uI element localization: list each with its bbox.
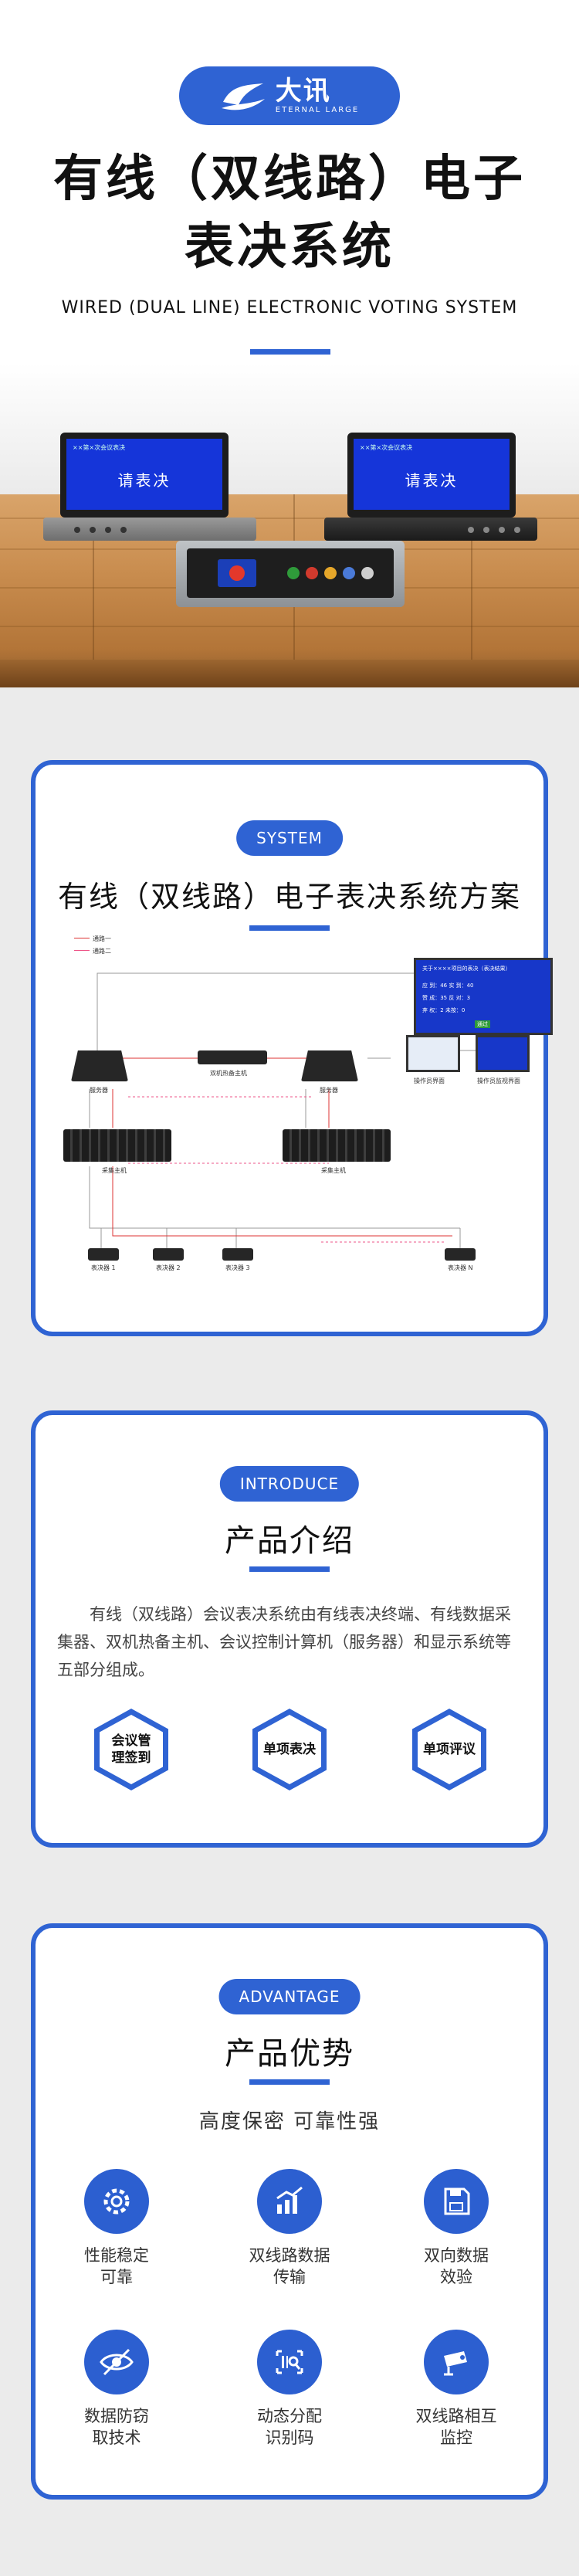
advantage-label: 双线路相互 xyxy=(415,2407,497,2425)
terminal-2 xyxy=(153,1248,184,1261)
screen-vote-text: 请表决 xyxy=(117,471,171,490)
lift-display-left: ××第×次会议表决 请表决 xyxy=(43,433,256,541)
feature-hex-label: 单项表决 xyxy=(263,1742,316,1757)
label-pc-right: 操作员监视界面 xyxy=(477,1078,520,1084)
advantage-item: 双向数据 效验 xyxy=(391,2169,522,2288)
system-diagram: 通路一 通路二 xyxy=(59,935,553,1274)
collector-right xyxy=(283,1129,391,1162)
big-screen: 关于××××项目的表决（表决结果） 应 到：46 实 到：40 赞 成：35 反… xyxy=(414,958,553,1035)
legend-line1: 通路一 xyxy=(93,935,111,942)
bar-chart-icon xyxy=(257,2169,322,2234)
save-disk-icon xyxy=(424,2169,489,2234)
section-tag-advantage: ADVANTAGE xyxy=(218,1979,361,2014)
advantage-subtitle: 高度保密 可靠性强 xyxy=(198,2110,381,2133)
operator-pc-left xyxy=(406,1035,460,1072)
logo-en: ETERNAL LARGE xyxy=(275,106,360,114)
brand-logo: 大讯 ETERNAL LARGE xyxy=(179,66,400,125)
advantage-label: 识别码 xyxy=(265,2428,314,2447)
advantage-label: 可靠 xyxy=(100,2268,133,2286)
feature-hex-3: 单项评议 xyxy=(412,1709,486,1790)
label-server-left: 服务器 xyxy=(90,1087,108,1094)
operator-pc-right xyxy=(476,1035,530,1072)
advantage-label: 双线路数据 xyxy=(249,2246,330,2265)
page-title-line2: 表决系统 xyxy=(185,219,394,276)
advantage-label: 动态分配 xyxy=(257,2407,322,2425)
label-server-right: 服务器 xyxy=(320,1087,338,1094)
screen-top-text: ××第×次会议表决 xyxy=(73,444,126,451)
terminal-n xyxy=(445,1248,476,1261)
label-terminal: 表决器 3 xyxy=(225,1264,250,1271)
advantage-label: 性能稳定 xyxy=(84,2246,149,2265)
big-screen-result: 通过 xyxy=(475,1020,490,1028)
advantage-item: 双线路数据 传输 xyxy=(224,2169,355,2288)
advantage-label: 取技术 xyxy=(92,2428,141,2447)
voting-terminal xyxy=(176,541,405,607)
lift-display-right: ××第×次会议表决 请表决 xyxy=(324,433,537,541)
advantage-card: ADVANTAGE 产品优势 高度保密 可靠性强 性能稳定 可靠 双线路数据 传… xyxy=(31,1923,548,2500)
advantage-label: 监控 xyxy=(440,2428,472,2447)
screen-top-text: ××第×次会议表决 xyxy=(360,444,413,451)
collector-left xyxy=(63,1129,171,1162)
camera-icon xyxy=(424,2330,489,2394)
hero-banner: 大讯 ETERNAL LARGE 有线（双线路）电子 表决系统 WIRED (D… xyxy=(0,0,579,687)
server-left xyxy=(71,1050,128,1081)
logo-cn: 大讯 xyxy=(275,76,331,107)
label-collector-left: 采集主机 xyxy=(102,1167,127,1174)
server-right xyxy=(301,1050,358,1081)
barcode-search-icon xyxy=(257,2330,322,2394)
page-subtitle: WIRED (DUAL LINE) ELECTRONIC VOTING SYST… xyxy=(61,298,518,317)
system-title: 有线（双线路）电子表决系统方案 xyxy=(57,880,521,914)
advantage-item: 数据防窃 取技术 xyxy=(51,2330,182,2449)
feature-hex-label: 单项评议 xyxy=(423,1742,476,1757)
terminal-1 xyxy=(88,1248,119,1261)
introduce-title: 产品介绍 xyxy=(225,1523,354,1559)
terminal-3 xyxy=(222,1248,253,1261)
advantage-label: 双向数据 xyxy=(424,2246,489,2265)
label-pc-left: 操作员界面 xyxy=(414,1078,445,1084)
label-terminal: 表决器 1 xyxy=(91,1264,116,1271)
feature-hex-1: 会议管理签到 xyxy=(94,1709,168,1790)
advantage-title-underline xyxy=(249,2079,330,2085)
advantage-label: 数据防窃 xyxy=(84,2407,149,2425)
advantage-label: 效验 xyxy=(440,2268,472,2286)
section-tag-introduce: INTRODUCE xyxy=(219,1466,360,1502)
label-hot-standby: 双机热备主机 xyxy=(210,1070,247,1077)
section-tag-system: SYSTEM xyxy=(236,820,343,856)
brand-mark-icon xyxy=(221,83,265,110)
big-screen-row: 应 到：46 实 到：40 xyxy=(422,983,474,989)
introduce-text: 有线（双线路）会议表决系统由有线表决终端、有线数据采集器、双机热备主机、会议控制… xyxy=(57,1605,511,1679)
advantage-item: 动态分配 识别码 xyxy=(224,2330,355,2449)
eye-slash-icon xyxy=(84,2330,149,2394)
feature-hex-2: 单项表决 xyxy=(252,1709,327,1790)
label-collector-right: 采集主机 xyxy=(321,1167,346,1174)
big-screen-row: 赞 成：35 反 对：3 xyxy=(422,995,471,1001)
advantage-item: 性能稳定 可靠 xyxy=(51,2169,182,2288)
label-terminal: 表决器 N xyxy=(448,1264,473,1271)
introduce-title-underline xyxy=(249,1566,330,1572)
hot-standby-host xyxy=(198,1050,267,1064)
feature-hex-label: 会议管理签到 xyxy=(111,1733,151,1766)
introduce-card: INTRODUCE 产品介绍 有线（双线路）会议表决系统由有线表决终端、有线数据… xyxy=(31,1410,548,1848)
title-underline xyxy=(250,349,330,355)
advantage-label: 传输 xyxy=(273,2268,306,2286)
big-screen-title: 关于××××项目的表决（表决结果） xyxy=(422,966,511,972)
gear-icon xyxy=(84,2169,149,2234)
advantage-item: 双线路相互 监控 xyxy=(391,2330,522,2449)
system-card: SYSTEM 有线（双线路）电子表决系统方案 通路一 通路二 xyxy=(31,760,553,1336)
system-title-underline xyxy=(249,925,330,931)
screen-vote-text: 请表决 xyxy=(405,471,459,490)
advantage-title: 产品优势 xyxy=(225,2036,354,2072)
emblem-icon xyxy=(218,559,256,587)
legend-line2: 通路二 xyxy=(93,948,111,955)
big-screen-row: 弃 权：2 未按：0 xyxy=(422,1007,466,1013)
page-title-line1: 有线（双线路）电子 xyxy=(53,151,526,208)
label-terminal: 表决器 2 xyxy=(156,1264,181,1271)
